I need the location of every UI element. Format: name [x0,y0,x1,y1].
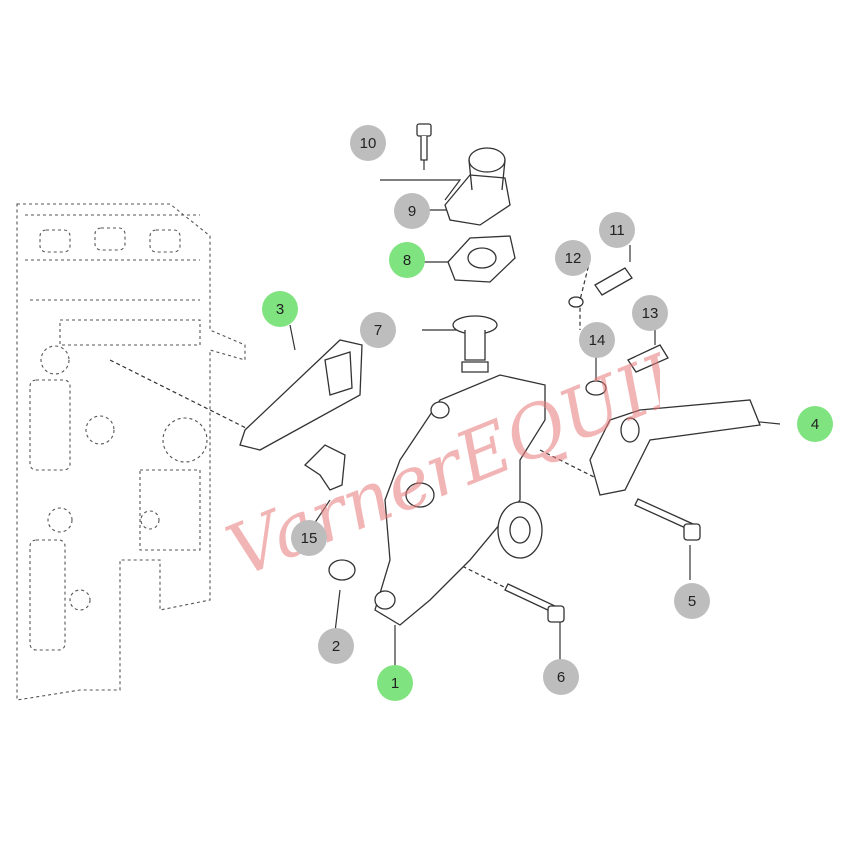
callout-1[interactable]: 1 [377,665,413,701]
thermostat-cover-shape [444,174,511,226]
callout-label: 9 [407,202,417,220]
bracket-4-shape [589,399,761,496]
callout-5[interactable]: 5 [674,583,710,619]
callout-label: 4 [810,415,820,433]
callout-6[interactable]: 6 [543,659,579,695]
callout-14[interactable]: 14 [579,322,615,358]
callout-4[interactable]: 4 [797,406,833,442]
part-leader-lines [109,140,781,665]
callout-label: 7 [373,321,383,339]
callout-7[interactable]: 7 [360,312,396,348]
callout-label: 10 [359,134,377,152]
callout-label: 8 [402,251,412,269]
callout-13[interactable]: 13 [632,295,668,331]
callout-label: 2 [331,637,341,655]
callout-10[interactable]: 10 [350,125,386,161]
callout-label: 6 [556,668,566,686]
parts-drawing [239,123,761,626]
callout-9[interactable]: 9 [394,193,430,229]
water-pump-body-shape [374,374,546,626]
callout-label: 3 [275,300,285,318]
callout-label: 5 [687,592,697,610]
callout-label: 13 [641,304,659,322]
callout-label: 15 [300,529,318,547]
callout-15[interactable]: 15 [291,520,327,556]
callout-label: 12 [564,249,582,267]
callout-12[interactable]: 12 [555,240,591,276]
callout-11[interactable]: 11 [599,212,635,248]
callout-3[interactable]: 3 [262,291,298,327]
callout-label: 14 [588,331,606,349]
callout-label: 11 [609,221,625,239]
callout-8[interactable]: 8 [389,242,425,278]
callout-label: 1 [390,674,400,692]
engine-block-outline [16,203,246,701]
callout-2[interactable]: 2 [318,628,354,664]
